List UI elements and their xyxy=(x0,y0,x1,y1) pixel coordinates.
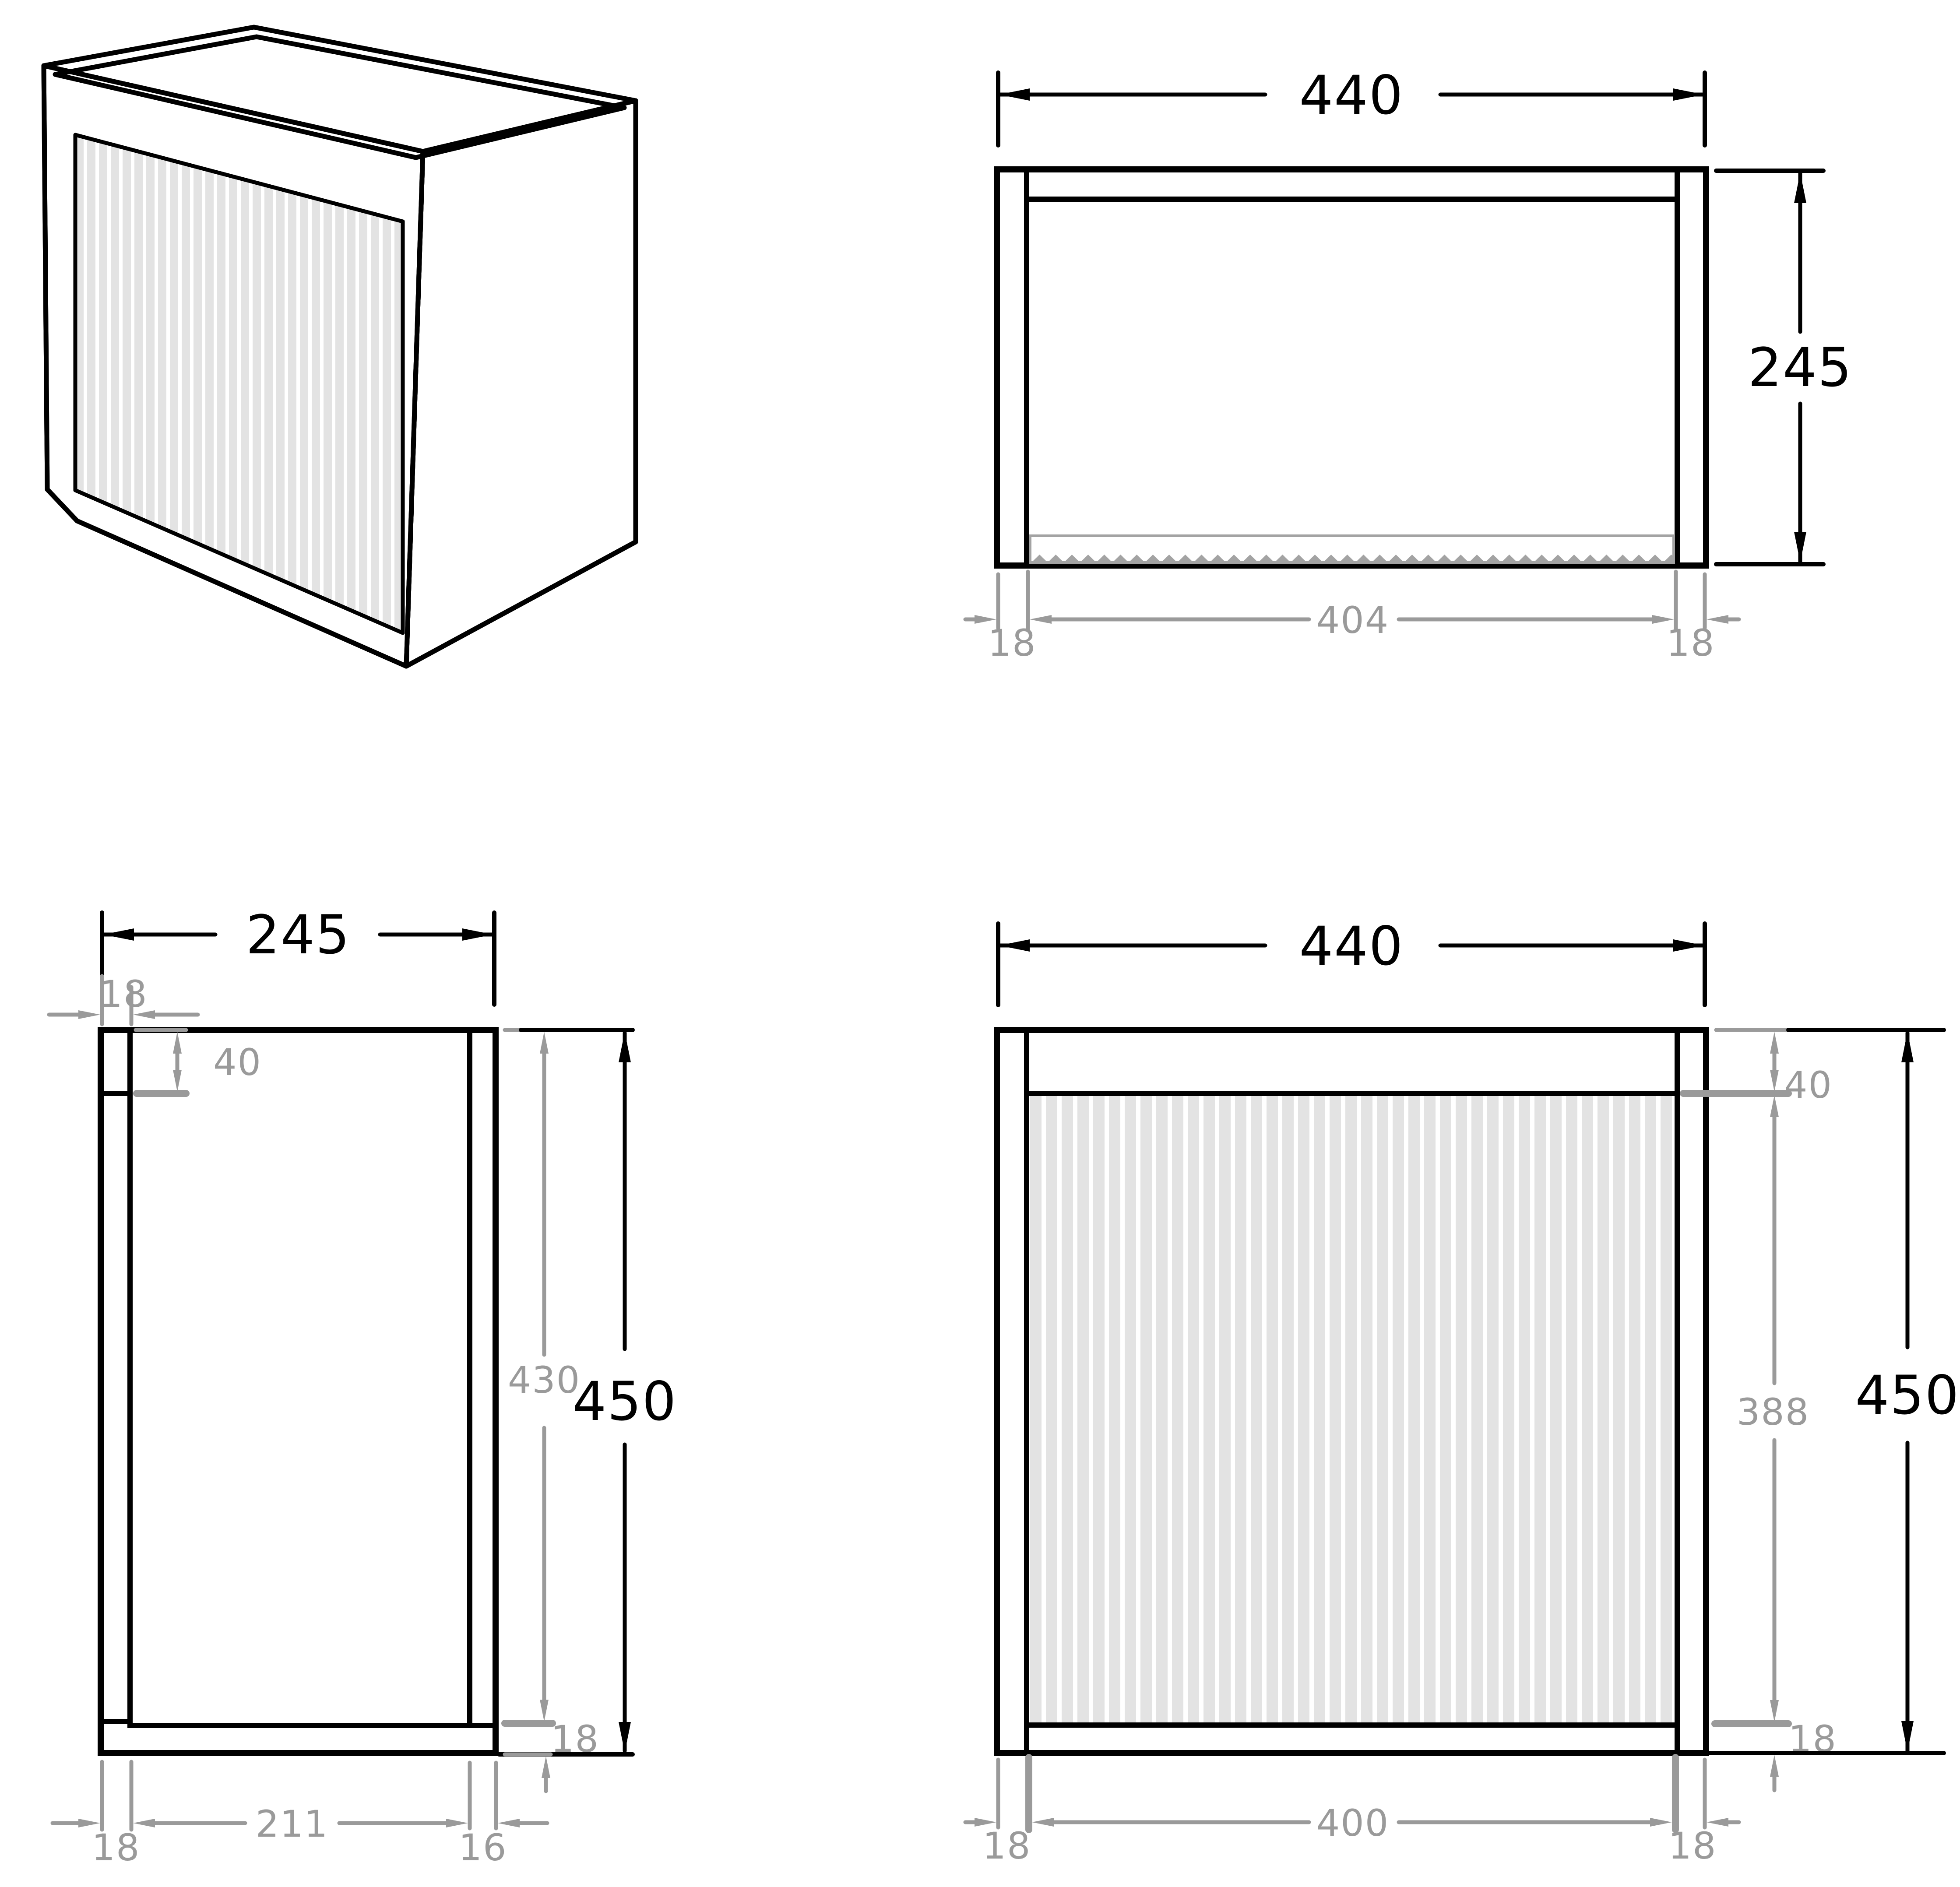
top-view-flute-teeth xyxy=(1031,555,1672,562)
iso-bottom-right-edge xyxy=(404,539,638,669)
iso-front-right-edge xyxy=(404,149,426,669)
side-view-dim-door-thickness: 18 xyxy=(47,973,200,1026)
dim-label-front-top-rail: 40 xyxy=(1784,1064,1833,1107)
front-view-dim-bottom: 18 400 18 xyxy=(963,1754,1741,1867)
dim-label-side-top-rail: 40 xyxy=(213,1041,262,1084)
front-view-dim-top-rail: 40 xyxy=(1680,1028,1833,1107)
iso-right-face xyxy=(404,98,638,669)
side-view: 245 18 40 430 xyxy=(47,904,677,1869)
dim-label-side-bottom-panel: 18 xyxy=(551,1718,599,1760)
top-view-dim-bottom: 18 404 18 xyxy=(963,569,1741,664)
dim-label-side-door-height: 430 xyxy=(508,1359,581,1402)
dim-label-front-door-width: 400 xyxy=(1316,1802,1389,1845)
side-view-dim-depth: 245 xyxy=(100,904,496,1007)
dim-label-front-flute-height: 388 xyxy=(1737,1391,1809,1434)
dim-label-top-depth: 245 xyxy=(1748,337,1853,399)
side-view-dim-bottom-panel: 18 xyxy=(503,1718,599,1793)
front-view-outline xyxy=(994,1027,1709,1756)
dim-label-side-door-thickness: 18 xyxy=(99,973,148,1016)
side-view-dim-bottom: 18 211 16 xyxy=(50,1760,549,1869)
front-view-dim-width: 440 xyxy=(996,915,1707,1007)
dim-label-top-opening: 404 xyxy=(1316,599,1389,642)
dim-label-top-wall-right: 18 xyxy=(1667,622,1715,664)
top-view-dim-depth: 245 xyxy=(1714,169,1853,566)
top-view: 440 245 18 404 18 xyxy=(963,64,1853,664)
dim-label-top-width: 440 xyxy=(1299,64,1404,127)
dim-label-side-front-thickness: 18 xyxy=(92,1826,141,1869)
dim-label-side-height: 450 xyxy=(573,1370,677,1433)
iso-fluted-door xyxy=(73,133,405,635)
top-view-dim-width: 440 xyxy=(996,64,1707,148)
side-view-dim-top-rail: 40 xyxy=(133,1028,262,1097)
isometric-view xyxy=(41,25,638,669)
front-view-dim-height: 450 xyxy=(1704,1028,1960,1755)
iso-bottom-left-step xyxy=(45,487,80,524)
dim-label-front-gap-left: 18 xyxy=(983,1824,1031,1867)
side-view-outline xyxy=(98,1027,499,1756)
dim-label-front-height: 450 xyxy=(1855,1364,1960,1427)
dim-label-side-depth: 245 xyxy=(246,904,351,966)
dim-label-top-wall-left: 18 xyxy=(988,622,1037,664)
front-view-dim-flute-height: 388 xyxy=(1711,1095,1809,1727)
dim-label-front-gap-right: 18 xyxy=(1668,1824,1717,1867)
iso-bottom-front-edge xyxy=(74,518,409,669)
front-view: 440 40 388 18 xyxy=(963,915,1960,1867)
front-view-fluted-door xyxy=(1030,1096,1674,1723)
iso-left-edge xyxy=(41,63,50,492)
dim-label-side-interior-depth: 211 xyxy=(256,1803,328,1845)
top-view-outline xyxy=(994,166,1709,569)
dim-label-side-back-panel: 16 xyxy=(459,1826,507,1869)
dim-label-front-width: 440 xyxy=(1299,915,1404,977)
side-view-dim-door-height: 430 xyxy=(501,1028,581,1727)
iso-top-rim-inner xyxy=(53,34,627,160)
